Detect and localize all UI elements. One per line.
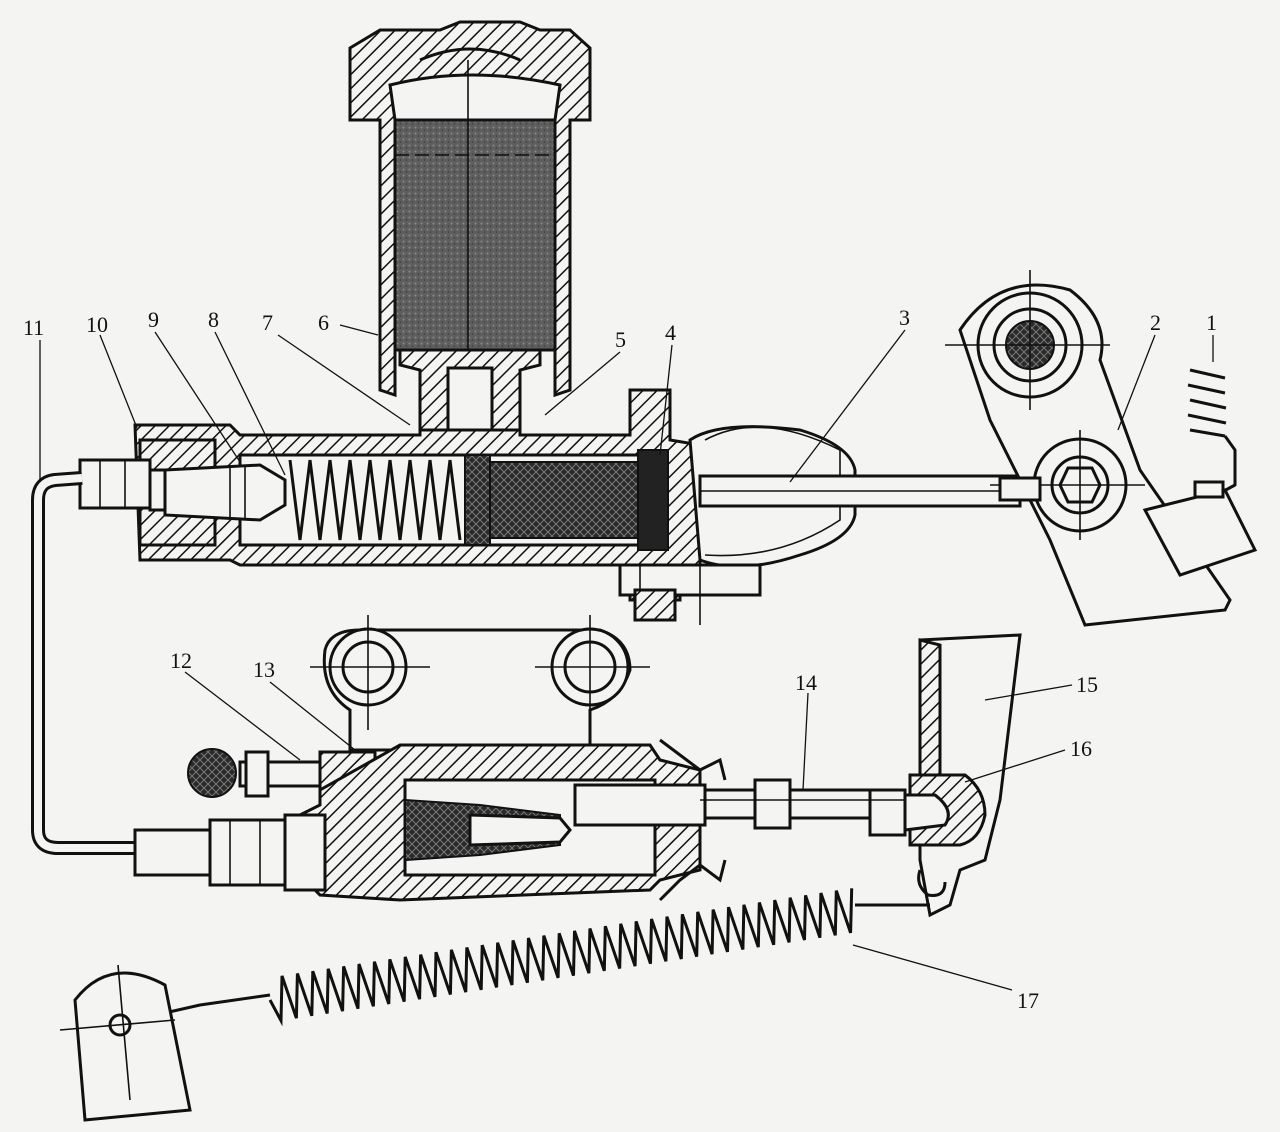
callout-13: 13 <box>253 657 275 682</box>
hydraulic-pipeline <box>31 458 152 855</box>
slave-cylinder <box>133 615 940 902</box>
pedal-return-spring <box>1187 368 1237 494</box>
callout-10: 10 <box>86 312 108 337</box>
callout-labels: 1 2 3 4 5 6 7 8 9 10 11 12 13 14 15 16 1 <box>23 305 1217 1013</box>
callout-1: 1 <box>1206 310 1217 335</box>
callout-5: 5 <box>615 327 626 352</box>
callout-6: 6 <box>318 310 329 335</box>
fluid-reservoir <box>348 20 592 440</box>
callout-2: 2 <box>1150 310 1161 335</box>
callout-17: 17 <box>1017 988 1039 1013</box>
callout-14: 14 <box>795 670 817 695</box>
callout-8: 8 <box>208 307 219 332</box>
callout-15: 15 <box>1076 672 1098 697</box>
callout-7: 7 <box>262 310 273 335</box>
callout-3: 3 <box>899 305 910 330</box>
spring-anchor-bracket <box>59 964 192 1122</box>
callout-9: 9 <box>148 307 159 332</box>
callout-4: 4 <box>665 320 676 345</box>
callout-12: 12 <box>170 648 192 673</box>
callout-16: 16 <box>1070 736 1092 761</box>
release-fork <box>903 633 1022 918</box>
fork-return-spring <box>124 888 930 1027</box>
clutch-pedal-lever <box>945 270 1258 627</box>
pushrod <box>698 474 1022 508</box>
master-cylinder <box>133 388 857 625</box>
callout-11: 11 <box>23 315 44 340</box>
